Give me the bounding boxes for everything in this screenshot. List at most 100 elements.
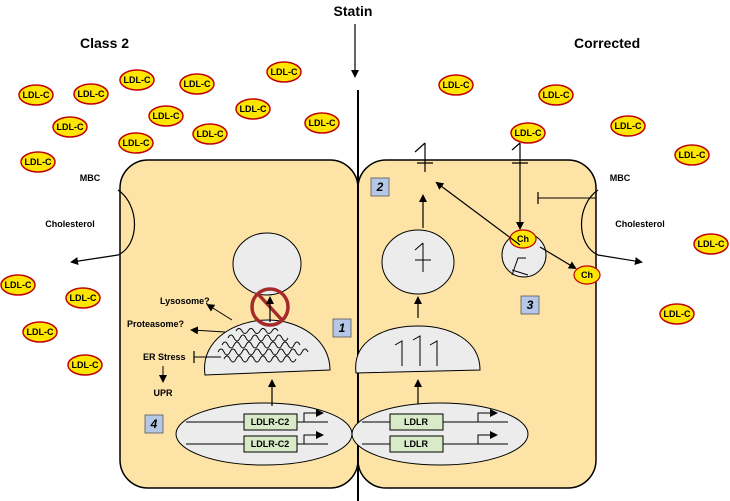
step-number-1: 1	[339, 321, 346, 335]
svg-text:Ch: Ch	[581, 270, 593, 280]
recycling-arrow	[435, 181, 521, 246]
ldl-particle: LDL-C	[674, 144, 710, 166]
svg-text:LDL-C: LDL-C	[515, 128, 542, 138]
cholesterol-efflux-arrow-right	[580, 189, 643, 265]
gene-label: LDLR-C2	[251, 417, 290, 427]
ldl-particle: LDL-C	[610, 115, 646, 137]
svg-text:LDL-C: LDL-C	[123, 138, 150, 148]
er-organelle-right	[381, 229, 455, 295]
misfolded-protein-aggregate	[217, 328, 309, 363]
svg-text:LDL-C: LDL-C	[27, 327, 54, 337]
svg-text:LDL-C: LDL-C	[679, 150, 706, 160]
svg-text:LDL-C: LDL-C	[698, 239, 725, 249]
transcription-arrow	[303, 431, 324, 444]
step-number-box-2	[370, 177, 390, 197]
step-number-box-3	[520, 295, 540, 315]
svg-text:LDL-C: LDL-C	[443, 80, 470, 90]
ldl-particle: LDL-C	[438, 74, 474, 96]
svg-text:LDL-C: LDL-C	[309, 118, 336, 128]
step-number-3: 3	[527, 298, 534, 312]
gene-box	[389, 435, 444, 453]
transcription-arrow	[477, 409, 498, 422]
cholesterol-efflux-arrow-left	[70, 189, 136, 266]
er-stress-label: ER Stress	[143, 352, 186, 362]
ldl-particle: LDL-C	[22, 321, 58, 343]
class2-title: Class 2	[80, 35, 129, 51]
svg-text:LDL-C: LDL-C	[184, 79, 211, 89]
gene-label: LDLR	[404, 417, 428, 427]
svg-text:LDL-C: LDL-C	[240, 104, 267, 114]
surface-receptor	[511, 142, 528, 172]
surface-receptor	[414, 142, 433, 172]
gene-label: LDLR	[404, 439, 428, 449]
ldl-particle: LDL-C	[73, 83, 109, 105]
ldl-particle: LDL-C	[235, 98, 271, 120]
svg-text:LDL-C: LDL-C	[124, 75, 151, 85]
svg-text:LDL-C: LDL-C	[153, 111, 180, 121]
step-number-box-4	[144, 414, 164, 434]
svg-text:LDL-C: LDL-C	[615, 121, 642, 131]
corrected-title: Corrected	[574, 35, 640, 51]
svg-text:LDL-C: LDL-C	[72, 360, 99, 370]
ldl-particle: LDL-C	[67, 354, 103, 376]
ldl-particle: LDL-C	[119, 69, 155, 91]
gene-box	[243, 435, 298, 453]
mbc-label-left: MBC	[80, 173, 101, 183]
transcription-arrow	[477, 431, 498, 444]
nucleus-left	[175, 402, 353, 466]
golgi-right	[355, 325, 481, 374]
step-number-box-1	[332, 318, 352, 338]
svg-text:Ch: Ch	[517, 234, 529, 244]
lysosome-arrow	[206, 303, 233, 321]
golgi-left	[204, 319, 331, 376]
ldl-particle: LDL-C	[538, 84, 574, 106]
ldl-particle: LDL-C	[118, 132, 154, 154]
cholesterol-release-arrow	[539, 246, 577, 270]
lysosome-label: Lysosome?	[160, 296, 210, 306]
ldl-particle: LDL-C	[18, 84, 54, 106]
svg-text:LDL-C: LDL-C	[543, 90, 570, 100]
svg-text:LDL-C: LDL-C	[5, 280, 32, 290]
ldl-particle: LDL-C	[266, 61, 302, 83]
receptor-in-golgi	[394, 335, 438, 366]
ldl-particle: LDL-C	[20, 151, 56, 173]
svg-text:LDL-C: LDL-C	[664, 309, 691, 319]
svg-text:LDL-C: LDL-C	[271, 67, 298, 77]
gene-label: LDLR-C2	[251, 439, 290, 449]
proteasome-label: Proteasome?	[127, 319, 184, 329]
er-organelle-left	[232, 232, 302, 296]
ldl-particle: LDL-C	[65, 287, 101, 309]
cholesterol-label-right: Cholesterol	[615, 219, 665, 229]
ldl-particle: LDL-C	[179, 73, 215, 95]
gene-box	[389, 413, 444, 431]
svg-text:LDL-C: LDL-C	[70, 293, 97, 303]
cholesterol-particle: Ch	[573, 265, 601, 285]
nucleus-right	[351, 402, 529, 466]
ldl-particle: LDL-C	[0, 274, 36, 296]
ldl-particle: LDL-C	[510, 122, 546, 144]
step-number-2: 2	[376, 180, 384, 194]
svg-text:LDL-C: LDL-C	[25, 157, 52, 167]
cholesterol-label-left: Cholesterol	[45, 219, 95, 229]
svg-text:LDL-C: LDL-C	[57, 122, 84, 132]
transcription-arrow	[303, 409, 324, 422]
proteasome-arrow	[190, 326, 226, 335]
mbc-label-right: MBC	[610, 173, 631, 183]
ldl-particle: LDL-C	[148, 105, 184, 127]
ldl-particle: LDL-C	[192, 123, 228, 145]
cholesterol-particle: Ch	[509, 229, 537, 249]
ldl-particle: LDL-C	[659, 303, 695, 325]
gene-box	[243, 413, 298, 431]
receptor-in-endosome	[511, 257, 529, 276]
svg-text:LDL-C: LDL-C	[23, 90, 50, 100]
svg-text:LDL-C: LDL-C	[78, 89, 105, 99]
step-number-4: 4	[150, 417, 158, 431]
upr-label: UPR	[153, 388, 173, 398]
receptor-in-er	[414, 242, 431, 272]
statin-title: Statin	[334, 3, 373, 19]
ldl-particle: LDL-C	[304, 112, 340, 134]
ldl-particle: LDL-C	[52, 116, 88, 138]
svg-text:LDL-C: LDL-C	[197, 129, 224, 139]
ldl-particle: LDL-C	[693, 233, 729, 255]
